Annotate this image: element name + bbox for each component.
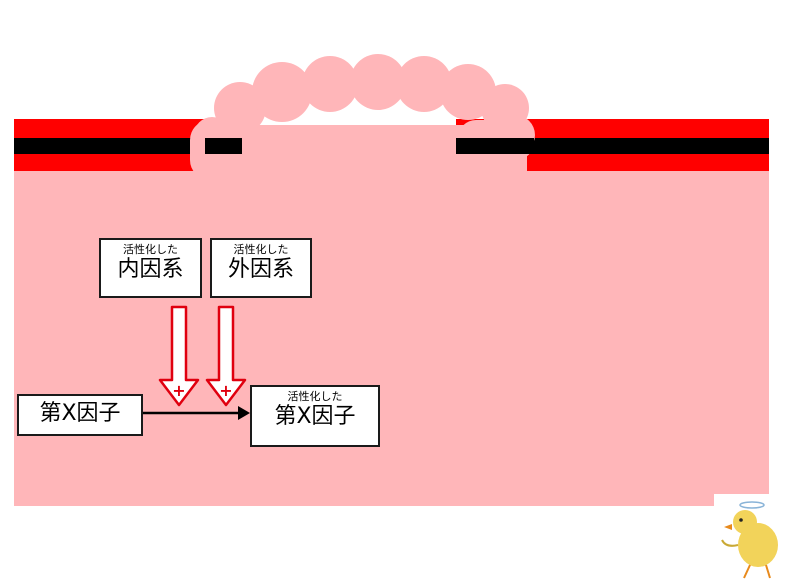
chick-icon (714, 494, 794, 584)
plus-sign: + (172, 381, 185, 400)
plus-sign: + (219, 381, 232, 400)
wound-clot (194, 54, 535, 185)
factor-x-box: 第X因子 (17, 394, 143, 436)
activated-intrinsic-box: 活性化した 内因系 (99, 238, 202, 298)
activated-prefix: 活性化した (123, 243, 178, 256)
activated-prefix: 活性化した (287, 390, 343, 403)
activated-extrinsic-box: 活性化した 外因系 (210, 238, 312, 298)
intrinsic-label: 内因系 (117, 257, 184, 282)
factor-xa-label: 第X因子 (274, 404, 356, 429)
conversion-arrow (143, 406, 250, 420)
tissue-area (14, 164, 769, 506)
activated-factor-x-box: 活性化した 第X因子 (250, 385, 380, 447)
activated-prefix: 活性化した (233, 243, 289, 256)
activation-arrow-intrinsic: + (158, 305, 200, 407)
activation-arrow-extrinsic: + (205, 305, 247, 407)
factor-x-label: 第X因子 (39, 401, 121, 426)
extrinsic-label: 外因系 (227, 257, 294, 282)
